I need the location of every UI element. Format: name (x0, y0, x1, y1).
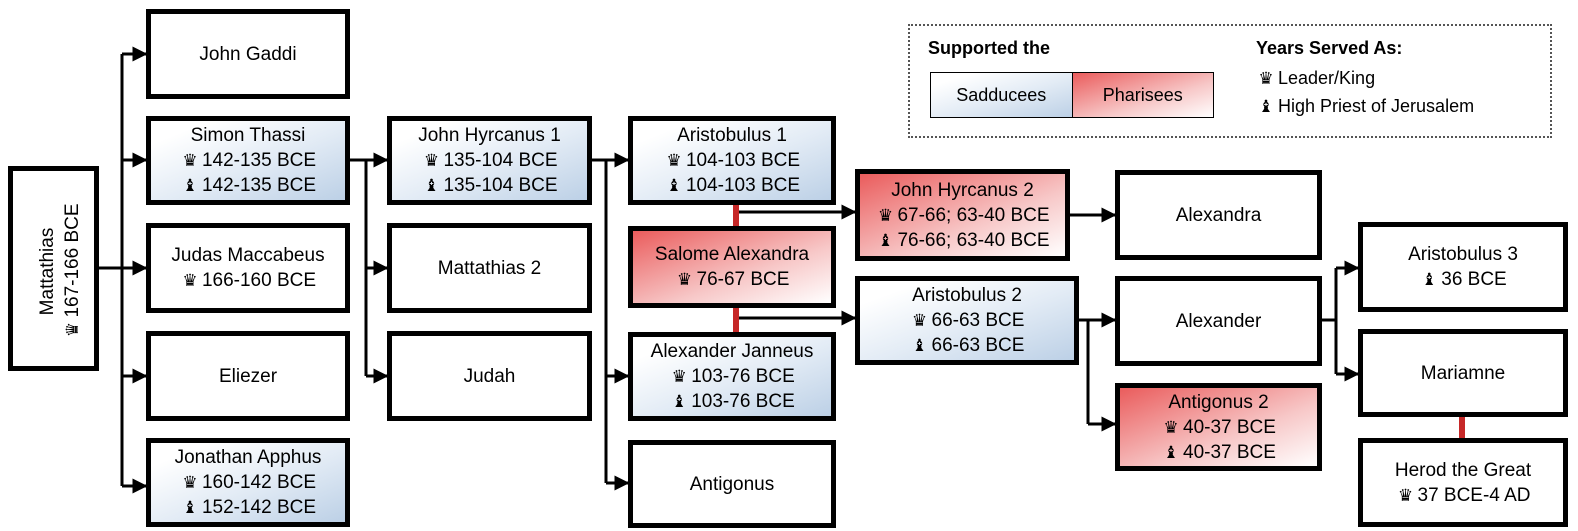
crown-icon: ♛ (1397, 485, 1414, 505)
person-eliezer: Eliezer (146, 331, 350, 421)
person-antigonus: Antigonus (628, 440, 836, 528)
person-name: Mariamne (1420, 362, 1506, 384)
person-alexander: Alexander (1115, 276, 1322, 366)
person-name: Mattathias 2 (437, 257, 542, 279)
person-name: Aristobulus 2 (912, 285, 1022, 306)
person-name: Alexandra (1175, 204, 1262, 226)
person-aristobulus-3: Aristobulus 3 ♝36 BCE (1358, 222, 1568, 312)
person-name: Salome Alexandra (654, 244, 810, 265)
king-years: 104-103 BCE (685, 150, 801, 171)
person-herod-the-great: Herod the Great ♛37 BCE-4 AD (1358, 438, 1568, 527)
person-john-gaddi: John Gaddi (146, 9, 350, 99)
crown-icon: ♛ (1163, 417, 1179, 437)
crown-icon: ♛ (423, 151, 440, 170)
king-years: 166-160 BCE (201, 270, 317, 291)
person-name: Jonathan Apphus (174, 447, 322, 468)
priest-years: 40-37 BCE (1183, 441, 1276, 463)
legend: Supported the Sadducees Pharisees Years … (908, 24, 1552, 138)
crown-icon: ♛ (182, 271, 198, 290)
king-years: 66-63 BCE (931, 310, 1025, 331)
king-years: 76-67 BCE (696, 269, 790, 290)
person-name: Antigonus (689, 473, 775, 495)
legend-pharisees: Pharisees (1072, 73, 1213, 117)
high-priest-icon: ♝ (1163, 442, 1179, 462)
high-priest-icon: ♝ (671, 392, 687, 411)
person-name: Judas Maccabeus (171, 245, 325, 266)
high-priest-icon: ♝ (182, 498, 198, 517)
person-john-hyrcanus-1: John Hyrcanus 1 ♛135-104 BCE ♝135-104 BC… (387, 116, 592, 205)
person-simon-thassi: Simon Thassi ♛142-135 BCE ♝142-135 BCE (146, 116, 350, 205)
priest-years: 104-103 BCE (685, 175, 801, 196)
legend-supported-title: Supported the (928, 38, 1050, 58)
person-mattathias-2: Mattathias 2 (387, 223, 592, 313)
priest-years: 103-76 BCE (691, 391, 795, 412)
person-name: Alexander (1175, 310, 1262, 332)
person-name: John Gaddi (199, 43, 297, 65)
legend-leader: ♛Leader/King (1256, 68, 1375, 89)
high-priest-icon: ♝ (911, 336, 928, 355)
person-alexander-janneus: Alexander Janneus ♛103-76 BCE ♝103-76 BC… (628, 332, 836, 421)
person-alexandra: Alexandra (1115, 170, 1322, 260)
high-priest-icon: ♝ (182, 176, 198, 195)
high-priest-icon: ♝ (1421, 270, 1437, 289)
person-name: Aristobulus 3 (1408, 244, 1518, 265)
person-name: Judah (463, 365, 516, 387)
person-name: Antigonus 2 (1168, 391, 1269, 413)
legend-priest: ♝High Priest of Jerusalem (1256, 96, 1474, 117)
person-name: John Hyrcanus 2 (891, 179, 1034, 201)
person-jonathan-apphus: Jonathan Apphus ♛160-142 BCE ♝152-142 BC… (146, 438, 350, 527)
person-salome-alexandra: Salome Alexandra ♛76-67 BCE (628, 226, 836, 308)
legend-sadducees: Sadducees (931, 73, 1073, 117)
person-judah: Judah (387, 331, 592, 421)
crown-icon: ♛ (666, 151, 682, 170)
crown-icon: ♛ (1258, 68, 1274, 88)
priest-years: 76-66; 63-40 BCE (897, 229, 1050, 251)
crown-icon: ♛ (63, 321, 82, 338)
priest-years: 142-135 BCE (201, 175, 317, 196)
legend-party-swatches: Sadducees Pharisees (930, 72, 1214, 118)
crown-icon: ♛ (877, 205, 894, 225)
king-years: 142-135 BCE (201, 150, 317, 171)
person-name: Aristobulus 1 (677, 125, 787, 146)
legend-priest-label: High Priest of Jerusalem (1278, 96, 1475, 116)
crown-icon: ♛ (182, 151, 198, 170)
king-years: 160-142 BCE (201, 472, 317, 493)
king-years: 167-166 BCE (62, 203, 83, 318)
king-years: 135-104 BCE (443, 150, 558, 171)
person-mariamne: Mariamne (1358, 329, 1568, 417)
person-antigonus-2: Antigonus 2 ♛40-37 BCE ♝40-37 BCE (1115, 383, 1322, 471)
person-name: Eliezer (218, 365, 278, 387)
person-aristobulus-2: Aristobulus 2 ♛66-63 BCE ♝66-63 BCE (855, 276, 1079, 365)
person-name: Herod the Great (1394, 459, 1532, 481)
king-years: 103-76 BCE (691, 366, 795, 387)
person-name: John Hyrcanus 1 (418, 125, 561, 146)
person-name: Simon Thassi (190, 125, 306, 146)
priest-years: 135-104 BCE (443, 175, 558, 196)
legend-years-title: Years Served As: (1256, 38, 1403, 58)
crown-icon: ♛ (676, 270, 693, 289)
king-years: 37 BCE-4 AD (1417, 484, 1531, 506)
crown-icon: ♛ (182, 473, 198, 492)
legend-leader-label: Leader/King (1278, 68, 1376, 88)
king-years: 67-66; 63-40 BCE (897, 204, 1050, 226)
person-judas-maccabeus: Judas Maccabeus ♛166-160 BCE (146, 223, 350, 313)
priest-years: 36 BCE (1441, 269, 1507, 290)
priest-years: 66-63 BCE (931, 335, 1025, 356)
person-name: Alexander Janneus (650, 341, 814, 362)
person-john-hyrcanus-2: John Hyrcanus 2 ♛67-66; 63-40 BCE ♝76-66… (855, 169, 1070, 261)
high-priest-icon: ♝ (1258, 96, 1274, 116)
crown-icon: ♛ (671, 367, 687, 386)
person-mattathias: Mattathias ♛ 167-166 BCE (8, 166, 99, 371)
priest-years: 152-142 BCE (201, 497, 317, 518)
high-priest-icon: ♝ (423, 176, 440, 195)
king-years: 40-37 BCE (1183, 416, 1276, 438)
person-name: Mattathias (37, 227, 58, 316)
high-priest-icon: ♝ (666, 176, 682, 195)
high-priest-icon: ♝ (877, 230, 894, 250)
crown-icon: ♛ (911, 311, 928, 330)
person-aristobulus-1: Aristobulus 1 ♛104-103 BCE ♝104-103 BCE (628, 116, 836, 205)
